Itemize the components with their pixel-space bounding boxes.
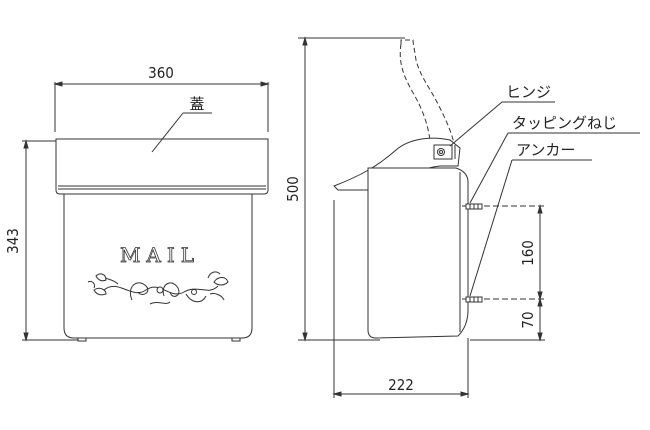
side-height-label: 500	[284, 176, 302, 202]
side-depth-dimension	[332, 200, 470, 398]
hole-spacing-label: 160	[519, 240, 537, 266]
front-width-label: 360	[148, 64, 174, 82]
foot-right	[231, 337, 241, 342]
side-depth-label: 222	[388, 376, 414, 394]
tapping-screw-label: タッピングねじ	[512, 114, 617, 132]
vine-ornament	[87, 271, 229, 305]
bottom-hole-label: 70	[519, 311, 537, 328]
front-view	[22, 81, 270, 342]
screw-bottom	[462, 296, 483, 303]
hinge	[433, 144, 456, 160]
front-width-dimension	[53, 81, 270, 132]
screw-top	[462, 203, 483, 210]
lid	[55, 138, 269, 195]
side-body	[367, 167, 469, 339]
side-height-dimension	[298, 36, 405, 342]
front-height-label: 343	[4, 228, 22, 254]
hinge-label: ヒンジ	[506, 83, 551, 101]
mail-emblem: MAIL	[120, 243, 200, 267]
lid-label: 蓋	[189, 95, 204, 113]
foot-left	[77, 337, 87, 342]
open-lid-outline	[399, 39, 456, 149]
side-view	[298, 36, 640, 398]
front-height-dimension	[22, 139, 78, 342]
hole-dimensions	[470, 204, 545, 342]
lid-leader	[151, 112, 212, 153]
label-leaders	[449, 101, 640, 297]
body	[63, 193, 253, 339]
anchor-label: アンカー	[516, 141, 575, 159]
